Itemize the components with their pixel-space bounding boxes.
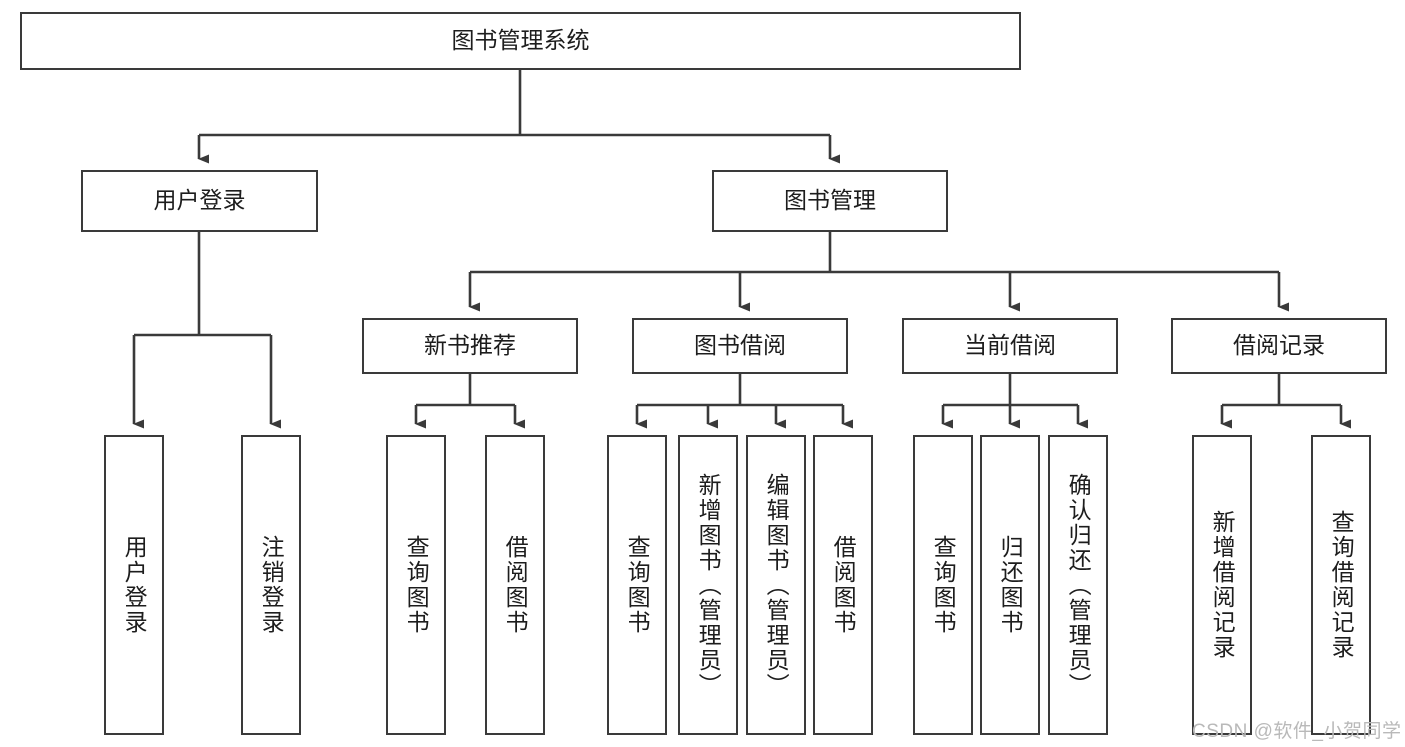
leaf-user-login-logout-label: 注销登录 [258, 535, 285, 635]
node-current-borrow-label: 当前借阅 [964, 332, 1056, 359]
node-book-borrow[interactable]: 图书借阅 [632, 318, 848, 374]
node-book-management-label: 图书管理 [784, 187, 876, 214]
leaf-new-book-borrow-label: 借阅图书 [502, 535, 529, 635]
leaf-borrow-record-query[interactable]: 查询借阅记录 [1311, 435, 1371, 735]
leaf-book-borrow-add-label: 新增图书（管理员） [695, 472, 722, 698]
leaf-book-borrow-edit[interactable]: 编辑图书（管理员） [746, 435, 806, 735]
node-root-label: 图书管理系统 [451, 27, 590, 54]
leaf-new-book-query[interactable]: 查询图书 [386, 435, 446, 735]
leaf-current-borrow-return[interactable]: 归还图书 [980, 435, 1040, 735]
leaf-user-login-logout[interactable]: 注销登录 [241, 435, 301, 735]
leaf-user-login-login[interactable]: 用户登录 [104, 435, 164, 735]
node-new-book-recommend-label: 新书推荐 [424, 332, 516, 359]
node-new-book-recommend[interactable]: 新书推荐 [362, 318, 578, 374]
csdn-watermark: CSDN @软件_小贺同学 [1192, 721, 1402, 742]
leaf-current-borrow-query-label: 查询图书 [930, 535, 957, 635]
node-book-borrow-label: 图书借阅 [694, 332, 786, 359]
leaf-borrow-record-add[interactable]: 新增借阅记录 [1192, 435, 1252, 735]
leaf-borrow-record-query-label: 查询借阅记录 [1328, 510, 1355, 660]
leaf-current-borrow-confirm-return-label: 确认归还（管理员） [1065, 472, 1092, 698]
node-user-login-label: 用户登录 [153, 187, 246, 214]
node-user-login[interactable]: 用户登录 [81, 170, 318, 232]
leaf-new-book-query-label: 查询图书 [403, 535, 430, 635]
leaf-book-borrow-add[interactable]: 新增图书（管理员） [678, 435, 738, 735]
leaf-user-login-login-label: 用户登录 [121, 535, 148, 635]
node-book-management[interactable]: 图书管理 [712, 170, 948, 232]
leaf-book-borrow-query-label: 查询图书 [624, 535, 651, 635]
node-current-borrow[interactable]: 当前借阅 [902, 318, 1118, 374]
leaf-current-borrow-return-label: 归还图书 [997, 535, 1024, 635]
leaf-current-borrow-confirm-return[interactable]: 确认归还（管理员） [1048, 435, 1108, 735]
leaf-borrow-record-add-label: 新增借阅记录 [1209, 510, 1236, 660]
node-root-system[interactable]: 图书管理系统 [20, 12, 1021, 70]
leaf-book-borrow-borrow-label: 借阅图书 [830, 535, 857, 635]
leaf-book-borrow-query[interactable]: 查询图书 [607, 435, 667, 735]
node-borrow-record[interactable]: 借阅记录 [1171, 318, 1387, 374]
leaf-book-borrow-borrow[interactable]: 借阅图书 [813, 435, 873, 735]
leaf-new-book-borrow[interactable]: 借阅图书 [485, 435, 545, 735]
leaf-book-borrow-edit-label: 编辑图书（管理员） [763, 472, 790, 698]
leaf-current-borrow-query[interactable]: 查询图书 [913, 435, 973, 735]
node-borrow-record-label: 借阅记录 [1233, 332, 1325, 359]
